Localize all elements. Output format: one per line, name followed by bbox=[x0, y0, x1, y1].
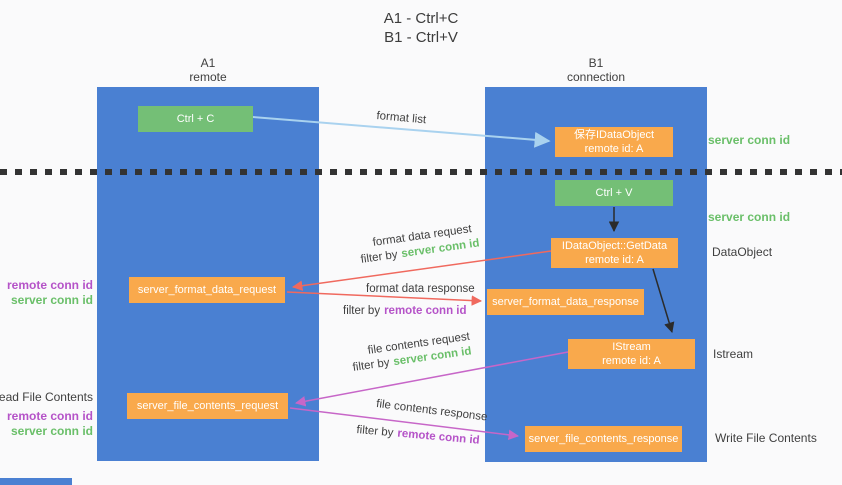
istream-node: IStream remote id: A bbox=[568, 339, 695, 369]
column-header-a1: A1 remote bbox=[97, 56, 319, 84]
server-conn-id-label: server conn id bbox=[10, 293, 93, 307]
arrow-format-data-request bbox=[291, 250, 552, 291]
server-file-contents-request-node: server_file_contents_request bbox=[127, 393, 288, 419]
idataobject-getdata-node: IDataObject::GetData remote id: A bbox=[551, 238, 678, 268]
getdata-line2: remote id: A bbox=[585, 254, 644, 266]
column-header-b1: B1 connection bbox=[485, 56, 707, 84]
ctrl-v-node: Ctrl + V bbox=[555, 180, 673, 206]
title-line-2: B1 - Ctrl+V bbox=[384, 29, 458, 46]
getdata-line1: IDataObject::GetData bbox=[561, 240, 668, 252]
edge-label-format-data-response: format data response bbox=[366, 283, 475, 295]
save-idataobject-line1: 保存IDataObject bbox=[573, 129, 655, 141]
arrow-format-data-response bbox=[286, 291, 483, 306]
annotation-conn-ids-left-2: remote conn id server conn id bbox=[7, 409, 93, 439]
ctrl-c-node: Ctrl + C bbox=[138, 106, 253, 132]
istream-line2: remote id: A bbox=[602, 355, 661, 367]
arrow-getdata-to-istream bbox=[652, 268, 675, 334]
filter-by-text: filter by bbox=[343, 305, 381, 317]
server-conn-id-label: server conn id bbox=[10, 424, 93, 438]
save-idataobject-line2: remote id: A bbox=[584, 143, 644, 155]
column-a1-name: A1 bbox=[200, 56, 216, 70]
bottom-edge-strip bbox=[0, 478, 72, 485]
arrow-file-contents-response bbox=[289, 407, 520, 441]
column-b1-name: B1 bbox=[588, 56, 604, 70]
format-response-label: server_format_data_response bbox=[492, 296, 639, 308]
column-b1-subtitle: connection bbox=[566, 70, 626, 84]
format-request-label: server_format_data_request bbox=[137, 284, 277, 296]
istream-line1: IStream bbox=[612, 341, 651, 353]
annotation-conn-ids-left-1: remote conn id server conn id bbox=[7, 278, 93, 308]
title-line-1: A1 - Ctrl+C bbox=[383, 10, 459, 27]
annotation-read-file-contents: Read File Contents bbox=[0, 390, 93, 404]
column-a1-subtitle: remote bbox=[189, 70, 227, 84]
annotation-istream: Istream bbox=[713, 347, 754, 361]
file-request-label: server_file_contents_request bbox=[136, 400, 279, 412]
arrow-format-list bbox=[252, 116, 551, 148]
file-response-label: server_file_contents_response bbox=[528, 433, 679, 445]
annotation-write-file-contents: Write File Contents bbox=[715, 431, 817, 445]
remote-conn-id-text: remote conn id bbox=[384, 305, 467, 317]
remote-conn-id-label: remote conn id bbox=[6, 278, 93, 292]
ctrl-c-label: Ctrl + C bbox=[176, 113, 215, 125]
arrow-file-contents-request bbox=[294, 351, 569, 407]
annotation-server-conn-id-right-2: server conn id bbox=[708, 210, 791, 224]
server-format-data-response-node: server_format_data_response bbox=[487, 289, 644, 315]
remote-conn-id-label: remote conn id bbox=[6, 409, 93, 423]
annotation-dataobject: DataObject bbox=[712, 245, 773, 259]
save-idataobject-node: 保存IDataObject remote id: A bbox=[555, 127, 673, 157]
server-format-data-request-node: server_format_data_request bbox=[129, 277, 285, 303]
server-file-contents-response-node: server_file_contents_response bbox=[525, 426, 682, 452]
ctrl-v-label: Ctrl + V bbox=[595, 187, 633, 199]
diagram-title: A1 - Ctrl+C B1 - Ctrl+V bbox=[0, 9, 842, 47]
annotation-server-conn-id-right-1: server conn id bbox=[708, 133, 791, 147]
